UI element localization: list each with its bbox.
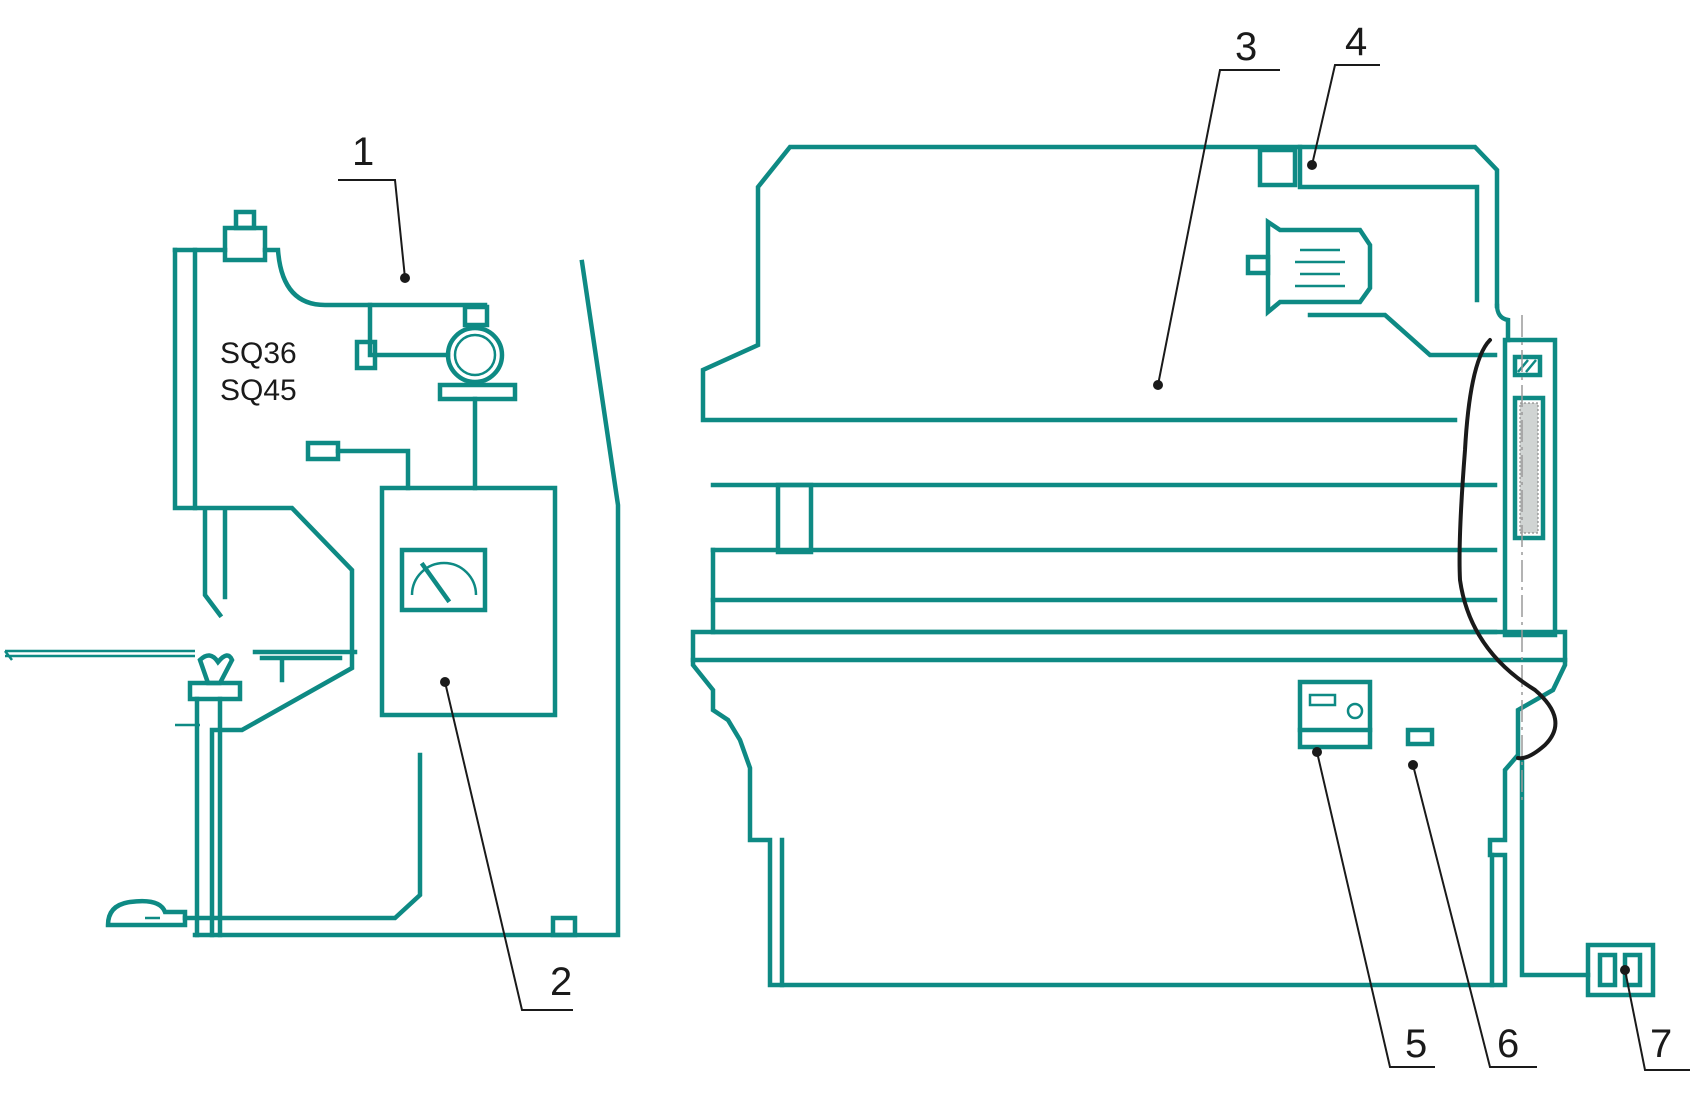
side-floor-block	[550, 915, 578, 938]
side-frame-top	[172, 247, 488, 308]
front-upper-beam	[700, 144, 1500, 423]
side-die-post	[194, 696, 223, 938]
side-rear-upright	[192, 259, 621, 938]
hydraulic-valve-cap	[233, 209, 257, 231]
front-column-indicator	[1512, 354, 1543, 378]
front-column-scale	[1512, 395, 1546, 541]
side-die-block	[187, 680, 243, 702]
side-view: SQ36 SQ45	[4, 209, 621, 938]
control-box-icon	[1297, 679, 1373, 750]
front-motor-bracket	[1307, 312, 1498, 358]
foot-pedal-icon	[105, 898, 188, 928]
callout-label-2: 2	[550, 960, 572, 1004]
side-die-holder	[197, 653, 235, 686]
side-sheet-support	[4, 649, 195, 661]
callout-6: 6	[1408, 760, 1537, 1068]
side-back-gauge-table	[252, 649, 358, 683]
side-pedal-cable	[182, 752, 423, 921]
side-small-pipe	[367, 302, 451, 358]
callout-label-1: 1	[352, 130, 374, 174]
motor-side-icon	[1245, 217, 1373, 317]
front-view	[690, 144, 1656, 998]
callout-label-6: 6	[1497, 1022, 1519, 1066]
callout-label-4: 4	[1345, 20, 1367, 64]
model-label-sq45: SQ45	[220, 374, 297, 407]
front-ram-clamp	[775, 482, 814, 555]
gauge-icon	[399, 547, 488, 613]
front-lower-bed	[690, 629, 1568, 988]
front-column-connector	[1494, 303, 1511, 343]
callout-2: 2	[440, 677, 573, 1011]
front-socket-line	[1519, 757, 1591, 978]
side-limit-cable	[335, 448, 411, 491]
side-solenoid	[354, 339, 378, 371]
front-column-indicator-hatch	[1517, 359, 1537, 373]
callout-label-3: 3	[1235, 25, 1257, 69]
side-limit-switch	[305, 440, 341, 462]
front-upper-beam-inner	[1297, 144, 1480, 303]
callout-3: 3	[1153, 25, 1280, 390]
front-column-scale-fill	[1519, 402, 1539, 534]
motor-front-icon	[437, 304, 518, 491]
callout-label-5: 5	[1405, 1022, 1427, 1066]
callout-label-7: 7	[1650, 1022, 1672, 1066]
front-flex-cable	[1457, 338, 1558, 761]
callout-7: 7	[1620, 965, 1690, 1071]
callout-5: 5	[1312, 747, 1435, 1068]
callout-4: 4	[1307, 20, 1380, 170]
callout-1: 1	[338, 130, 410, 283]
front-top-block	[1257, 147, 1298, 188]
model-label-sq36: SQ36	[220, 337, 297, 370]
front-control-column	[1502, 337, 1558, 638]
side-upper-punch	[202, 509, 228, 619]
hydraulic-valve-block	[222, 225, 268, 263]
front-small-switch	[1405, 727, 1435, 747]
electrical-cabinet	[379, 485, 558, 718]
